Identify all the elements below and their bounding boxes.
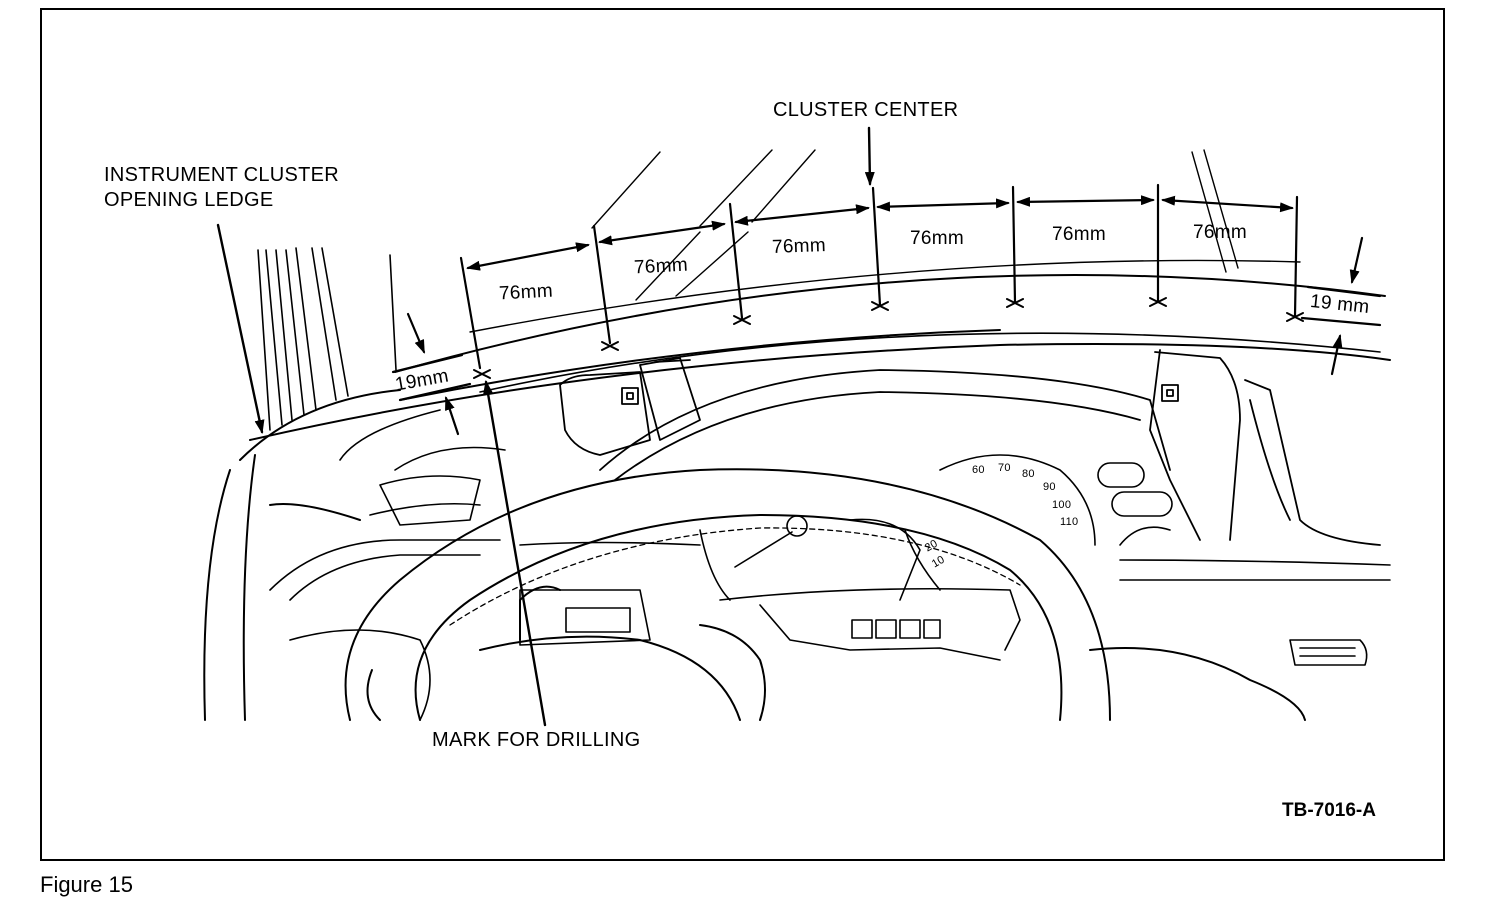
figure-caption: Figure 15 <box>40 872 133 897</box>
cluster-hood <box>559 349 1381 546</box>
dashboard-top-curves <box>203 259 1391 721</box>
cluster-center-label: CLUSTER CENTER <box>773 99 959 121</box>
spacing-label: 76mm <box>771 235 827 258</box>
gauge-number: 80 <box>1022 468 1035 480</box>
spacing-label: 76mm <box>1193 222 1247 243</box>
spacing-label: 76mm <box>633 254 689 279</box>
opening-ledge-label-line2: OPENING LEDGE <box>104 189 274 211</box>
offset-19mm-left <box>391 312 472 436</box>
spacing-label: 76mm <box>498 280 554 305</box>
spacing-label: 76mm <box>910 228 964 249</box>
drill-x-marks <box>473 297 1304 379</box>
speedometer-gauge <box>939 454 1173 546</box>
spacing-arrows <box>466 195 1294 271</box>
leader-arrows <box>216 126 875 727</box>
spacing-label: 76mm <box>1052 224 1106 245</box>
a-pillar-lines <box>257 247 397 431</box>
gauge-number: 110 <box>1060 516 1079 528</box>
steering-wheel <box>344 468 1306 721</box>
opening-ledge-label-line1: INSTRUMENT CLUSTER <box>104 164 340 186</box>
dimension-tick-lines <box>459 183 1299 370</box>
offset-19mm-right <box>1300 236 1382 376</box>
center-cluster-area <box>699 515 1391 666</box>
gauge-number: 60 <box>972 464 985 476</box>
left-dash-details <box>269 409 701 721</box>
mark-for-drilling-label: MARK FOR DRILLING <box>432 729 641 751</box>
gauge-number: 70 <box>998 462 1011 474</box>
drawing-code: TB-7016-A <box>1282 800 1376 821</box>
figure-frame <box>40 8 1445 861</box>
windshield-lines <box>591 149 1239 301</box>
gauge-number: 100 <box>1052 499 1072 511</box>
gauge-number: 90 <box>1043 481 1056 493</box>
